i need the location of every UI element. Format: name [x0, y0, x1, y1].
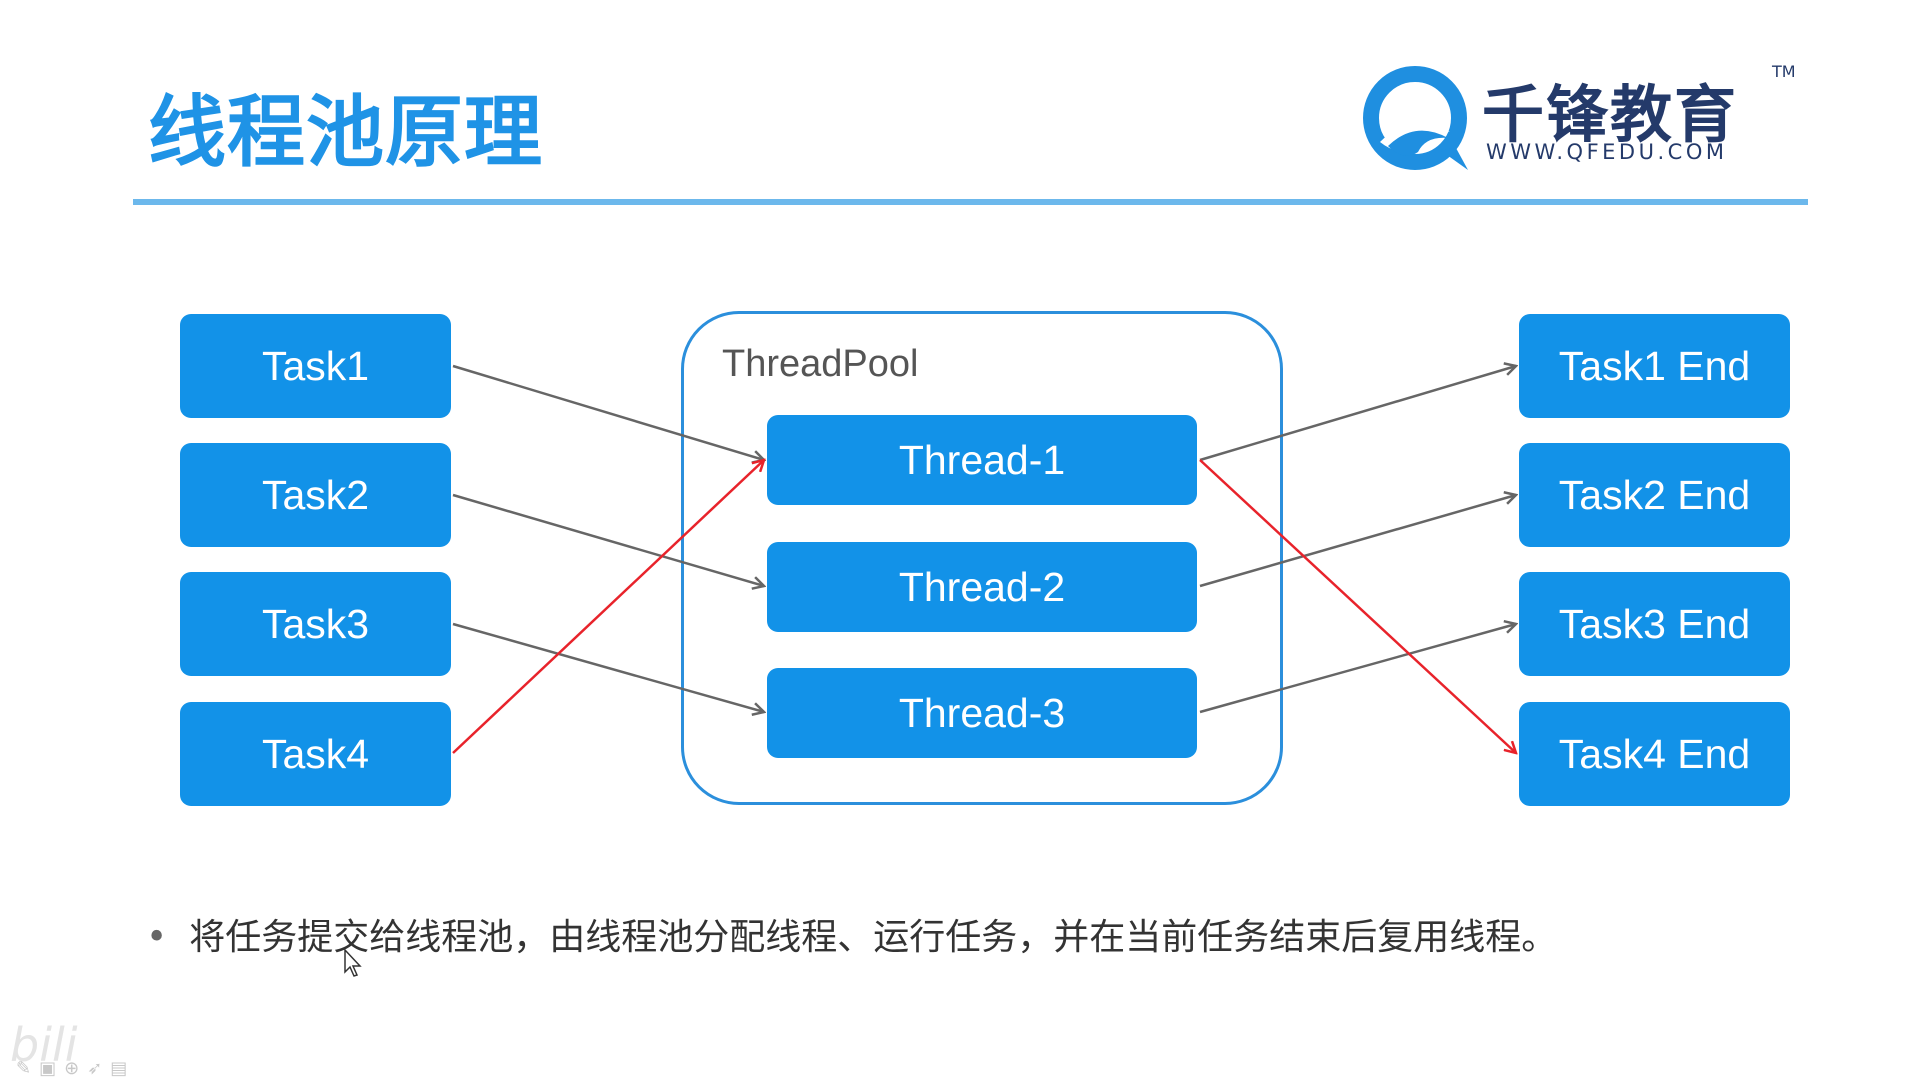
video-watermark: bili [10, 1018, 78, 1072]
end-box-3: Task3 End [1519, 572, 1790, 676]
task-box-3: Task3 [180, 572, 451, 676]
thread-box-2: Thread-2 [767, 542, 1197, 632]
bullet-item: • 将任务提交给线程池，由线程池分配线程、运行任务，并在当前任务结束后复用线程。 [146, 908, 1557, 960]
mouse-cursor-icon [344, 948, 362, 977]
thread-box-1: Thread-1 [767, 415, 1197, 505]
end-box-4: Task4 End [1519, 702, 1790, 806]
slide-title: 线程池原理 [148, 88, 544, 178]
end-box-1: Task1 End [1519, 314, 1790, 418]
end-box-2: Task2 End [1519, 443, 1790, 547]
logo-mark-icon [1363, 66, 1468, 170]
title-divider [133, 199, 1808, 205]
bullet-dot-icon: • [146, 917, 168, 958]
threadpool-label: ThreadPool [722, 343, 919, 385]
thread-box-3: Thread-3 [767, 668, 1197, 758]
zoom-icon[interactable]: ⊕ [64, 1058, 80, 1078]
logo-trademark: TM [1772, 62, 1796, 81]
bullet-text: 将任务提交给线程池，由线程池分配线程、运行任务，并在当前任务结束后复用线程。 [189, 917, 1558, 958]
menu-icon[interactable]: ▤ [110, 1058, 128, 1078]
logo-name: 千锋教育 [1482, 78, 1739, 151]
task-box-1: Task1 [180, 314, 451, 418]
pointer-icon[interactable]: ➶ [87, 1058, 103, 1078]
presentation-toolbar: ✎ ▣ ⊕ ➶ ▤ [16, 1058, 127, 1079]
task-box-4: Task4 [180, 702, 451, 806]
task-box-2: Task2 [180, 443, 451, 547]
logo-url: WWW.QFEDU.COM [1486, 140, 1728, 164]
brand-logo: 千锋教育 WWW.QFEDU.COM TM [1360, 62, 1800, 172]
slides-icon[interactable]: ▣ [39, 1058, 57, 1078]
pen-tool-icon[interactable]: ✎ [16, 1058, 32, 1078]
